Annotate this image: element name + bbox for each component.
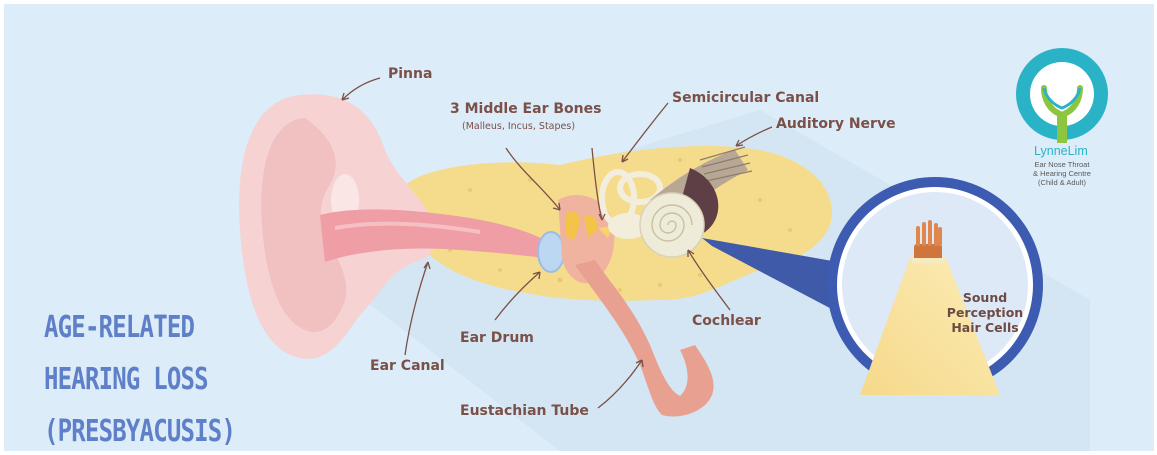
label-middle-ear-bones: 3 Middle Ear Bones (450, 101, 601, 117)
logo-line-1: Ear Nose Throat (1022, 160, 1102, 169)
inset-label-line-1: Sound (940, 290, 1030, 305)
inset-label-line-3: Hair Cells (940, 320, 1030, 335)
label-auditory-nerve: Auditory Nerve (776, 116, 896, 132)
label-eustachian-tube: Eustachian Tube (460, 403, 589, 419)
page-title-line-2: HEARING LOSS (44, 362, 208, 397)
label-pinna: Pinna (388, 66, 432, 82)
ear-drum-shape (538, 232, 564, 272)
logo-line-2: & Hearing Centre (1022, 169, 1102, 178)
logo-line-3: (Child & Adult) (1022, 178, 1102, 187)
cochlea-shape (640, 193, 704, 257)
page-title-line-3: (PRESBYACUSIS) (44, 414, 235, 449)
page-title-line-1: AGE-RELATED (44, 310, 194, 345)
label-cochlear: Cochlear (692, 313, 761, 329)
logo-name: LynneLim (1034, 144, 1088, 158)
label-middle-ear-bones-sub: (Malleus, Incus, Stapes) (462, 121, 575, 132)
label-semicircular-canal: Semicircular Canal (672, 90, 819, 106)
label-ear-canal: Ear Canal (370, 358, 445, 374)
inset-label-line-2: Perception (940, 305, 1030, 320)
label-ear-drum: Ear Drum (460, 330, 534, 346)
lynnelim-logo-icon (1016, 48, 1108, 140)
